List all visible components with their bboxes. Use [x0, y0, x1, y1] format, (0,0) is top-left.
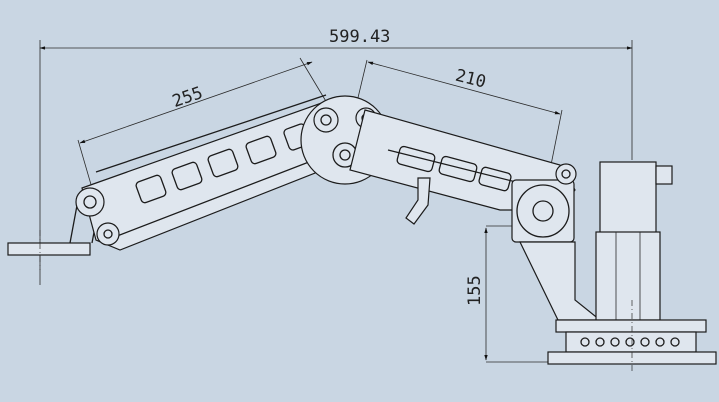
- dimension-height-label: 155: [465, 275, 485, 306]
- dimension-link2-label: 210: [453, 66, 488, 93]
- base-plates: [547, 300, 717, 372]
- motor-block: [511, 163, 577, 243]
- dimension-link1-label: 255: [170, 83, 206, 112]
- dimension-overall-label: 599.43: [329, 27, 390, 47]
- base-column: [519, 161, 673, 321]
